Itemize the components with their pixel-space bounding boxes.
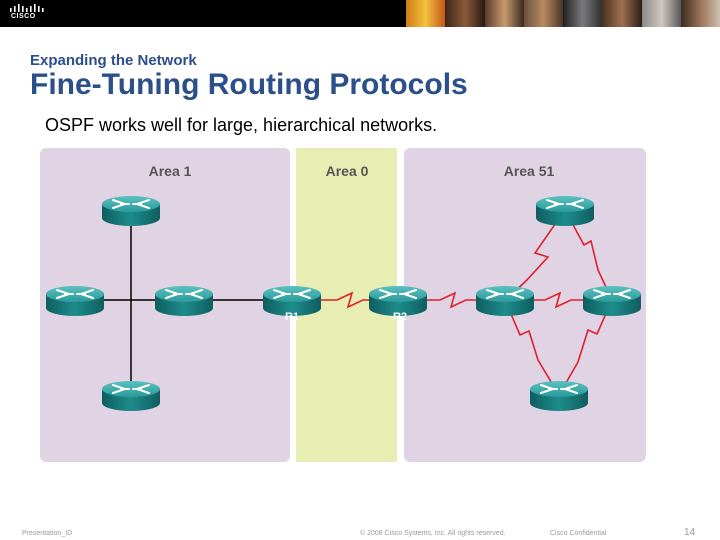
router-icon: [154, 285, 214, 317]
banner-photo: [563, 0, 603, 27]
footer-confidential: Cisco Confidential: [550, 530, 607, 537]
serial-link-bottom-left: [504, 299, 560, 396]
bullet-text: OSPF works well for large, hierarchical …: [45, 115, 438, 135]
router-icon: [45, 285, 105, 317]
router-r1-label: R1: [285, 311, 299, 323]
serial-link-bottom-right: [558, 299, 613, 396]
area-51-label: Area 51: [504, 163, 555, 179]
banner-photo: [523, 0, 563, 27]
router-icon: [535, 195, 595, 227]
page-number: 14: [684, 527, 696, 538]
footer-presentation-id: Presentation_ID: [22, 530, 73, 537]
top-banner: CISCO: [0, 0, 720, 27]
router-icon: [475, 285, 535, 317]
router-icon: [529, 380, 589, 412]
router-r2-label: R2: [393, 311, 407, 323]
serial-link-r1-r2: [292, 291, 398, 309]
area-0-label: Area 0: [326, 163, 369, 179]
router-icon: [101, 195, 161, 227]
router-icon: [582, 285, 642, 317]
banner-photo: [602, 0, 642, 27]
area-1-label: Area 1: [149, 163, 192, 179]
slide-subtitle: Expanding the Network: [30, 52, 197, 69]
banner-photo: [484, 0, 524, 27]
banner-photo: [680, 0, 720, 27]
router-icon: [101, 380, 161, 412]
cisco-logo-icon: [10, 4, 44, 12]
slide-title: Fine-Tuning Routing Protocols: [30, 68, 468, 101]
serial-link-top-right: [564, 209, 613, 301]
serial-link-r2-area51: [398, 291, 505, 309]
banner-photo: [641, 0, 681, 27]
banner-photo: [445, 0, 485, 27]
cisco-wordmark: CISCO: [11, 13, 36, 20]
banner-photo-strip: [406, 0, 720, 27]
banner-photo: [406, 0, 446, 27]
footer-copyright: © 2008 Cisco Systems, Inc. All rights re…: [360, 530, 506, 537]
serial-link-area51-right: [505, 291, 612, 309]
